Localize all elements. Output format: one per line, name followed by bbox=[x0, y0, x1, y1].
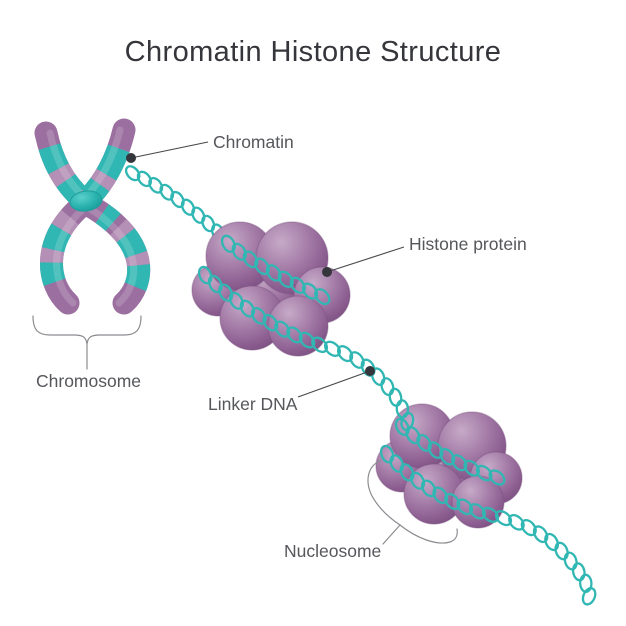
histone-protein-label: Histone protein bbox=[409, 234, 527, 254]
linker-dna-label: Linker DNA bbox=[208, 394, 298, 414]
dna-helix-chain bbox=[220, 234, 331, 306]
centromere-icon bbox=[69, 190, 103, 212]
linker-marker-dot bbox=[365, 366, 375, 376]
dna-helix-chain bbox=[197, 265, 415, 431]
dna-helix-chain bbox=[379, 444, 597, 606]
histone-marker-dot bbox=[322, 267, 332, 277]
dna-helix-chain bbox=[394, 417, 506, 486]
leader-lines bbox=[126, 141, 405, 398]
nucleosome-label: Nucleosome bbox=[284, 541, 382, 561]
histone-cluster-2 bbox=[375, 403, 523, 529]
chromosome-graphic bbox=[34, 118, 151, 315]
dna-helix-chain bbox=[124, 165, 225, 241]
chromosome-label: Chromosome bbox=[36, 371, 142, 391]
chromatin-label: Chromatin bbox=[213, 132, 294, 152]
chromosome-brace bbox=[32, 315, 142, 370]
histone-cluster-1 bbox=[191, 221, 351, 357]
page-title: Chromatin Histone Structure bbox=[124, 36, 502, 68]
nucleosome-brace bbox=[367, 460, 458, 545]
chromatin-marker-dot bbox=[126, 153, 136, 163]
